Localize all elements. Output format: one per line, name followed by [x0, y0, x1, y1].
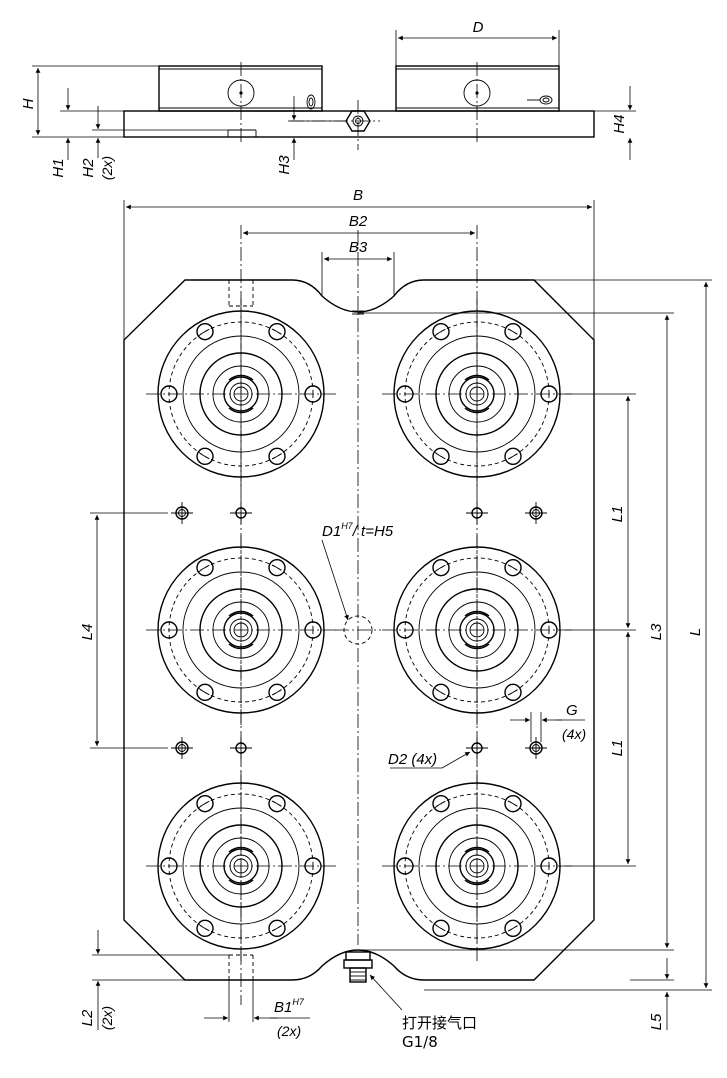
- dim-H2-qty: (2x): [99, 156, 115, 180]
- dim-H3: H3: [276, 155, 293, 175]
- svg-text:D1H7/ t=H5: D1H7/ t=H5: [322, 521, 394, 540]
- air-port-note-line1: 打开接气口: [402, 1014, 477, 1032]
- dim-D2: D2 (4x): [388, 751, 437, 768]
- pin-hole-2: [230, 502, 252, 524]
- pin-hole-3: [466, 502, 488, 524]
- dim-D: D: [473, 19, 484, 36]
- dim-B: B: [353, 187, 363, 204]
- dim-G-qty: (4x): [562, 726, 586, 742]
- dim-G: G: [566, 702, 578, 719]
- threaded-hole-1: [171, 502, 193, 524]
- dim-H: H: [20, 98, 37, 109]
- plan-view: B B2 B3 L L3 L1 L1 L4 L5: [79, 187, 712, 1051]
- clamping-module-1: [146, 299, 336, 489]
- dim-D1: D1: [322, 523, 341, 540]
- side-view: H H1 H2 (2x) H3 H4 D: [20, 19, 636, 180]
- dim-H2: H2: [80, 158, 97, 178]
- dim-B3: B3: [349, 239, 368, 256]
- dim-B1-sup: H7: [292, 997, 304, 1007]
- dim-L4: L4: [79, 624, 96, 641]
- module-grid: [146, 299, 572, 961]
- clamping-module-6: [382, 771, 572, 961]
- small-holes: [171, 502, 547, 759]
- pin-hole-7: [466, 737, 488, 759]
- dim-D1-sup: H7: [341, 521, 353, 531]
- dim-D1-depth: / t=H5: [352, 523, 394, 540]
- side-module-right: [395, 65, 560, 112]
- side-base-plate: [123, 110, 595, 138]
- svg-text:B1H7: B1H7: [274, 997, 305, 1016]
- dim-L: L: [687, 628, 704, 636]
- threaded-hole-8: [525, 737, 547, 759]
- air-fitting-bottom: [343, 951, 373, 983]
- dim-B2: B2: [349, 213, 368, 230]
- air-port-note-line2: G1/8: [402, 1033, 438, 1051]
- dim-L1-upper: L1: [609, 506, 626, 523]
- side-module-left: [158, 65, 323, 112]
- dim-L2-qty: (2x): [99, 1006, 115, 1030]
- clamping-module-3: [146, 535, 336, 725]
- dim-H4: H4: [611, 114, 628, 133]
- dim-B1: B1: [274, 999, 292, 1016]
- dim-B1-qty: (2x): [277, 1023, 301, 1039]
- pin-hole-6: [230, 737, 252, 759]
- dim-L1-lower: L1: [609, 740, 626, 757]
- clamping-module-4: [382, 535, 572, 725]
- threaded-hole-5: [171, 737, 193, 759]
- base-plate-outline: [123, 279, 595, 981]
- clamping-module-2: [382, 299, 572, 489]
- dim-H1: H1: [50, 158, 67, 177]
- dim-L3: L3: [648, 623, 665, 640]
- threaded-hole-4: [525, 502, 547, 524]
- clamping-module-5: [146, 771, 336, 961]
- dim-L5: L5: [648, 1013, 665, 1030]
- dim-L2: L2: [79, 1009, 96, 1026]
